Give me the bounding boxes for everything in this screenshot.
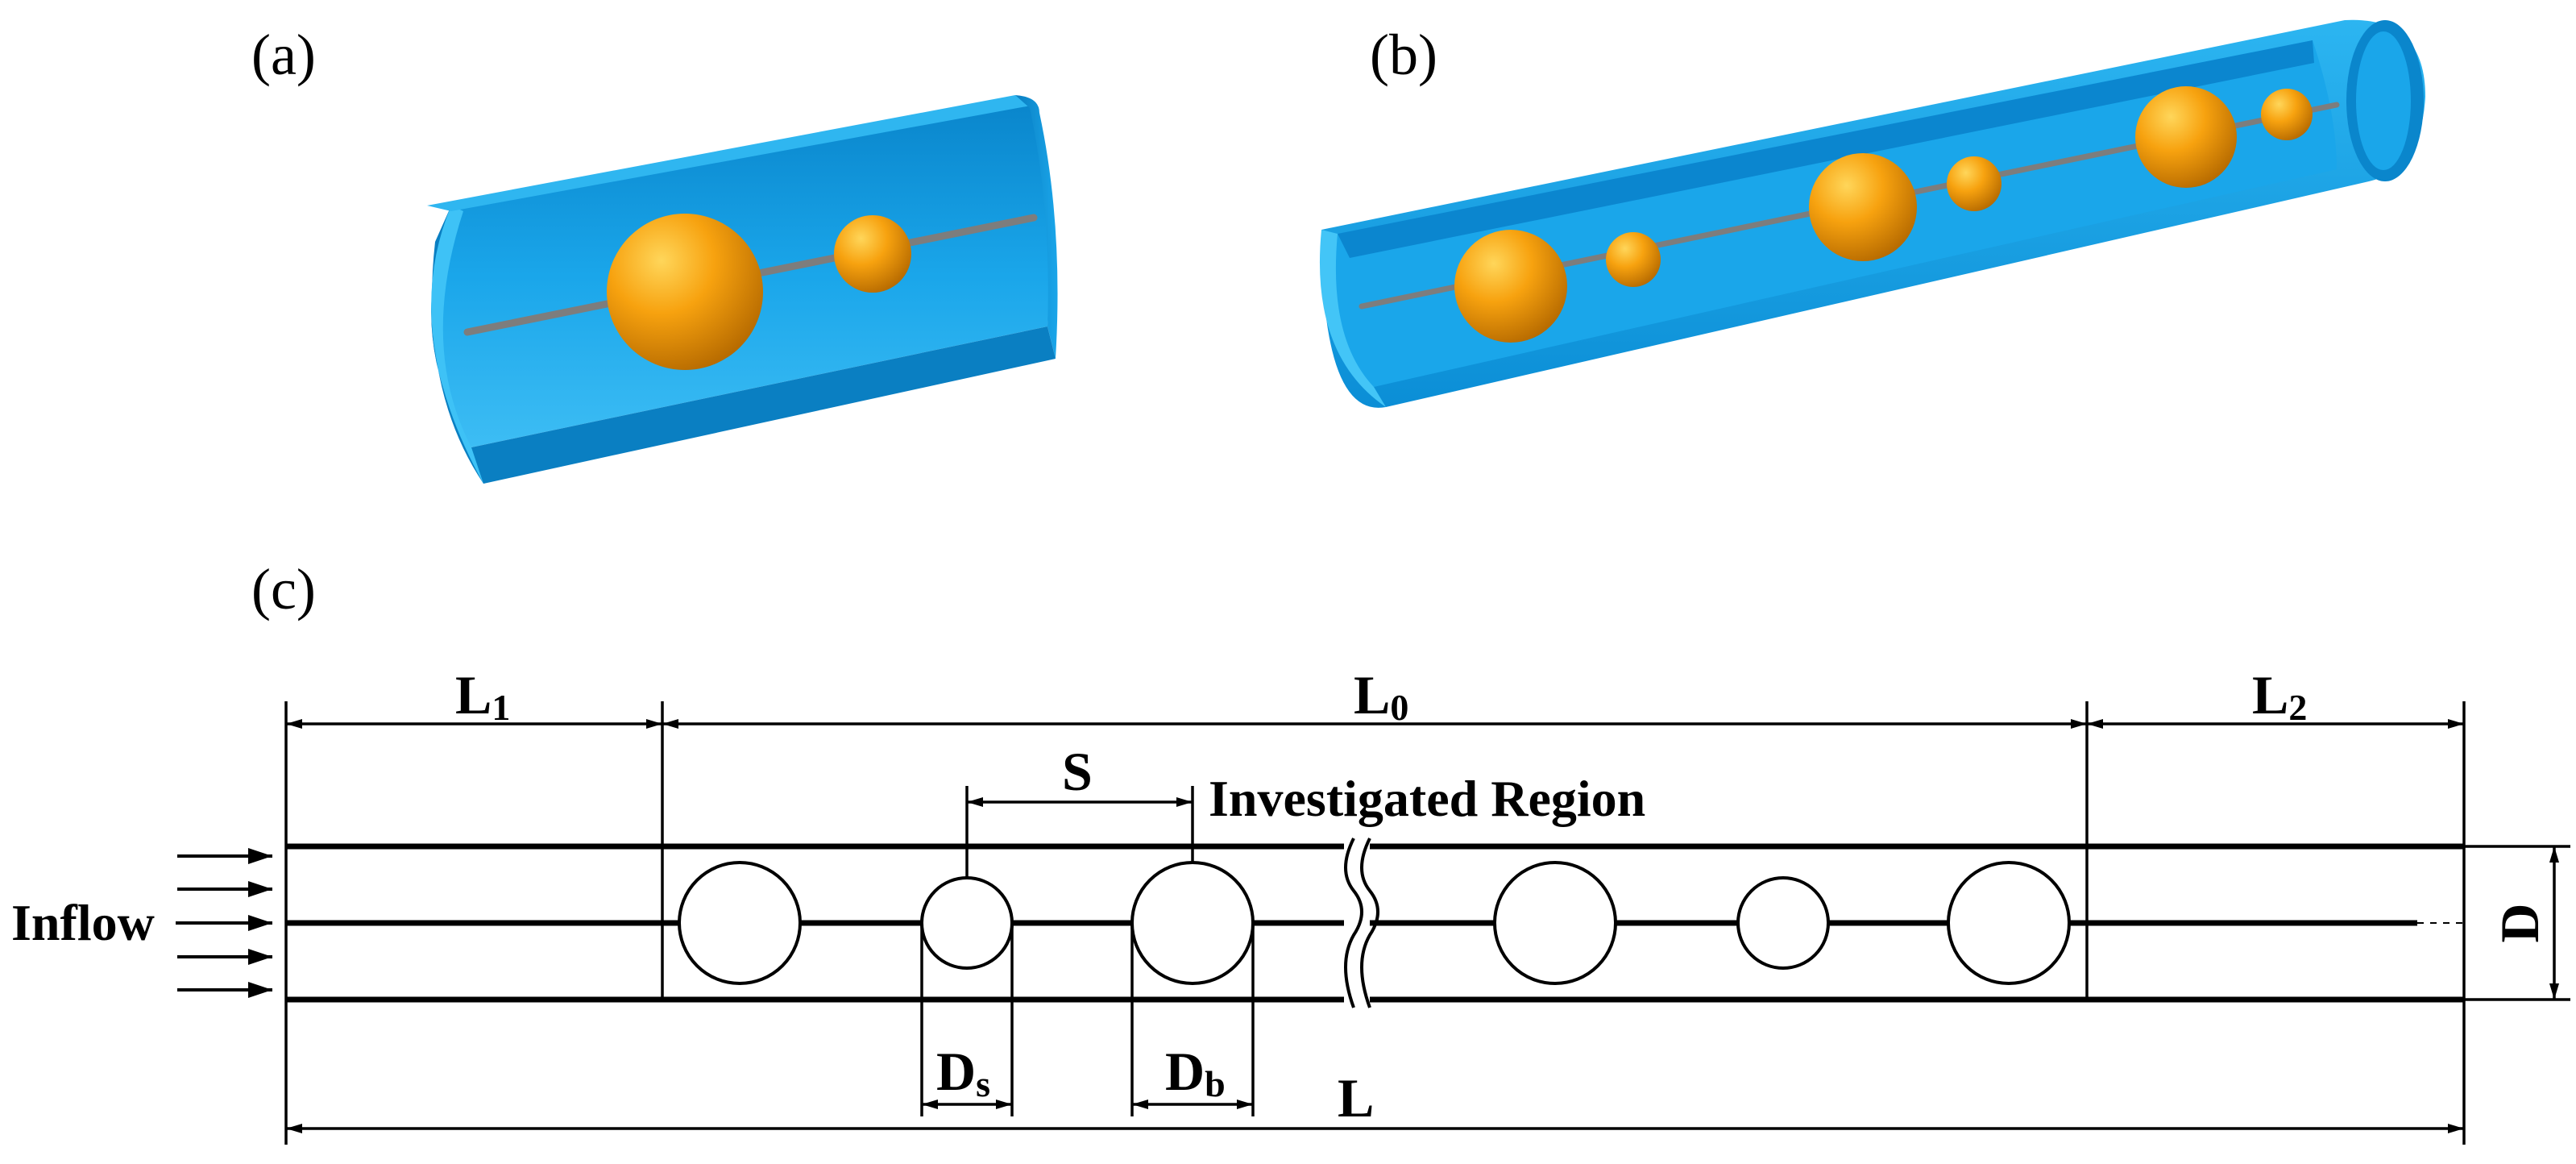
pipe-top-edge [427,95,1035,211]
label-Ds: Ds [936,1041,990,1104]
pipe-long-right-end-inner [2356,31,2411,170]
break-line-right [1360,838,1379,1008]
sphere-big-b1 [1454,230,1567,343]
sphere-small-b1 [1606,232,1661,287]
sphere-big-b2 [1809,153,1917,261]
panel-label-b: (b) [1370,23,1437,87]
pipe-left-rim [431,206,483,484]
sphere-2d-big-2 [1130,861,1255,985]
break-line-left [1344,838,1363,1008]
label-L: L [1338,1067,1374,1129]
inflow-arrows [176,848,272,998]
pipe-right-rim [1015,95,1058,359]
label-investigated-region: Investigated Region [1209,770,1645,827]
label-L1: L1 [455,664,510,728]
pipe-long-left-rim [1319,230,1386,407]
pipe-short-3d [427,95,1058,484]
schematic-2d: L1 L0 L2 S Investigated Region Ds Db D L [11,664,2570,1145]
sphere-2d-big-1 [678,861,802,985]
sphere-2d-big-3 [1493,861,1617,985]
sphere-small-a [834,215,911,293]
sphere-big-a [607,214,763,370]
pipe-long-3d [1319,19,2425,408]
pipe-long-inner-shade [1338,40,2314,258]
panel-label-a: (a) [251,23,316,87]
label-S: S [1062,741,1093,802]
break-gap [1344,838,1370,1008]
label-Db: Db [1165,1041,1226,1104]
sphere-big-b3 [2135,86,2237,188]
sphere-2d-small-2 [1736,876,1830,970]
pipe-outer-wall [431,206,1056,484]
sphere-2d-big-4 [1947,861,2071,985]
label-L2: L2 [2252,664,2307,728]
panel-label-c: (c) [251,557,316,621]
label-D: D [2489,903,2550,942]
sphere-small-b3 [2261,89,2313,140]
label-L0: L0 [1354,664,1408,728]
sphere-2d-small-1 [920,876,1014,970]
label-inflow: Inflow [11,894,155,951]
sphere-small-b2 [1947,156,2001,211]
